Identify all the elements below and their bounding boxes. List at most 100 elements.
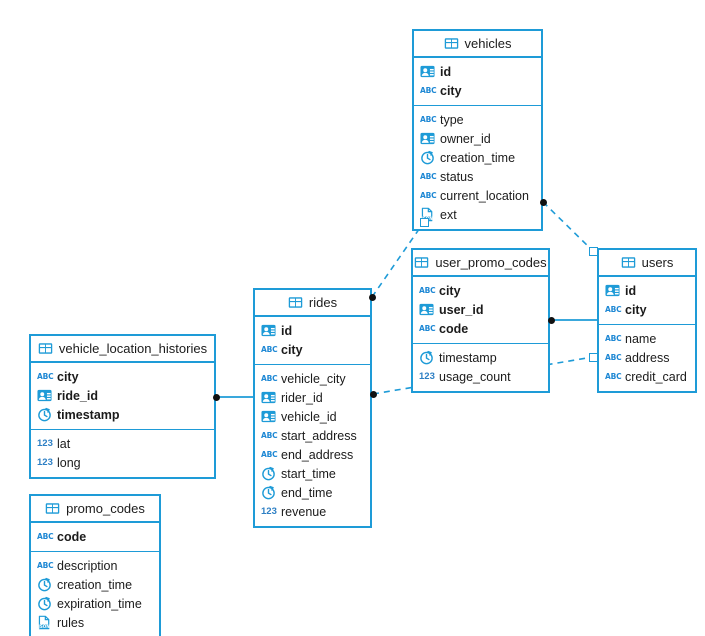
relationship-endpoint-dot [369, 390, 377, 398]
table-icon [288, 295, 303, 310]
column-row[interactable]: end_time [255, 483, 370, 502]
column-name: timestamp [439, 350, 497, 365]
abc-string-icon: ABC [37, 561, 54, 570]
column-name: timestamp [57, 407, 120, 422]
abc-string-icon: ABC [261, 450, 278, 459]
123-number-icon: 123 [261, 506, 277, 517]
column-name: address [625, 350, 670, 365]
column-row[interactable]: id [599, 281, 695, 300]
column-name: start_time [281, 466, 336, 481]
column-row[interactable]: expiration_time [31, 594, 159, 613]
column-row[interactable]: creation_time [414, 148, 541, 167]
column-name: revenue [281, 504, 327, 519]
column-row[interactable]: start_time [255, 464, 370, 483]
table-header[interactable]: vehicle_location_histories [31, 336, 214, 363]
column-row[interactable]: 123 usage_count [413, 367, 548, 386]
column-row[interactable]: creation_time [31, 575, 159, 594]
column-name: code [57, 529, 87, 544]
column-row[interactable]: 123 revenue [255, 502, 370, 521]
column-name: id [281, 323, 293, 338]
id-card-key-icon [261, 323, 276, 338]
abc-string-icon: ABC [37, 372, 54, 381]
column-name: ride_id [57, 388, 98, 403]
column-name: city [439, 283, 461, 298]
column-row[interactable]: timestamp [413, 348, 548, 367]
column-name: status [440, 169, 474, 184]
column-row[interactable]: JSON rules [31, 613, 159, 632]
relationship-vehicles-to-users[interactable] [542, 201, 594, 252]
table-header[interactable]: vehicles [414, 31, 541, 58]
column-name: current_location [440, 188, 529, 203]
column-row[interactable]: user_id [413, 300, 548, 319]
table-header[interactable]: rides [255, 290, 370, 317]
abc-string-icon: ABC [419, 286, 436, 295]
table-icon [414, 255, 429, 270]
relationship-endpoint-dot [547, 316, 555, 324]
table-header[interactable]: users [599, 250, 695, 277]
column-name: city [440, 83, 462, 98]
id-card-key-icon [37, 388, 52, 403]
relationship-endpoint-square [588, 352, 598, 362]
column-row[interactable]: id [414, 62, 541, 81]
clock-timestamp-icon [37, 407, 52, 422]
table-header[interactable]: user_promo_codes [413, 250, 548, 277]
relationship-endpoint-square [588, 246, 598, 256]
column-name: code [439, 321, 469, 336]
column-row[interactable]: timestamp [31, 405, 214, 424]
abc-string-icon: ABC [37, 532, 54, 541]
column-name: description [57, 558, 118, 573]
column-row[interactable]: ride_id [31, 386, 214, 405]
table-header[interactable]: promo_codes [31, 496, 159, 523]
column-row[interactable]: owner_id [414, 129, 541, 148]
id-card-key-icon [420, 64, 435, 79]
column-row[interactable]: JSONext [414, 205, 541, 224]
column-name: creation_time [57, 577, 133, 592]
123-number-icon: 123 [419, 371, 435, 382]
table-icon [38, 341, 53, 356]
column-name: id [625, 283, 637, 298]
table-icon [621, 255, 636, 270]
column-name: usage_count [439, 369, 511, 384]
column-name: owner_id [440, 131, 491, 146]
column-name: city [281, 342, 303, 357]
abc-string-icon: ABC [605, 334, 622, 343]
column-row[interactable]: rider_id [255, 388, 370, 407]
column-row[interactable]: id [255, 321, 370, 340]
relationship-endpoint-dot [539, 198, 547, 206]
column-row[interactable]: vehicle_id [255, 407, 370, 426]
column-name: credit_card [625, 369, 687, 384]
abc-string-icon: ABC [605, 305, 622, 314]
column-name: rules [57, 615, 85, 630]
json-document-icon: JSON [37, 615, 52, 630]
